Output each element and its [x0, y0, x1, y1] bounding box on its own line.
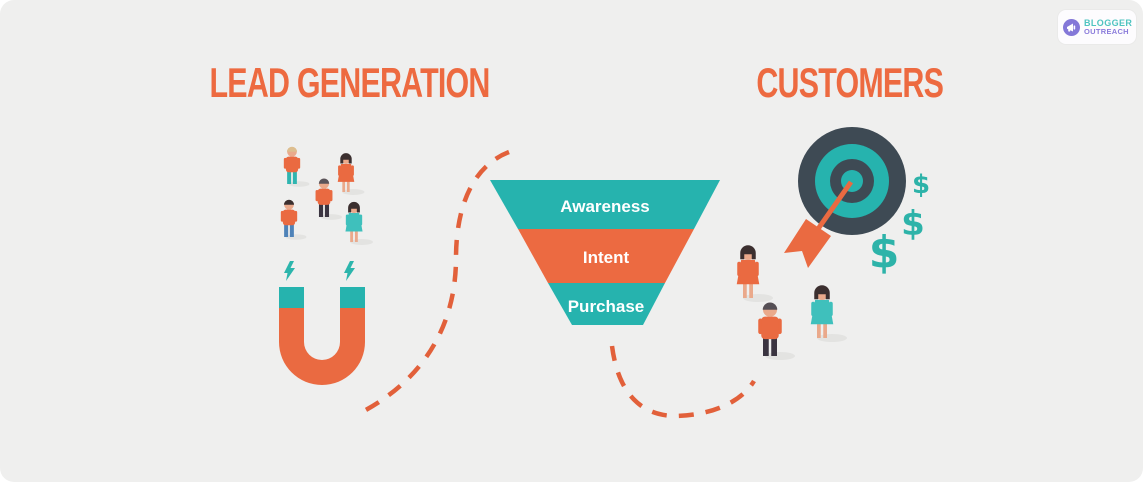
person-customer-1	[736, 245, 773, 302]
magnet-icon	[279, 261, 365, 385]
megaphone-icon	[1063, 18, 1080, 36]
logo-line1: BLOGGER	[1084, 17, 1133, 28]
person-customer-2	[758, 302, 795, 360]
lightning-bolt-icon	[344, 261, 355, 281]
logo-wordmark: BLOGGER OUTREACH	[1084, 17, 1133, 36]
dart-arrow-icon	[784, 180, 854, 268]
dollar-signs-group: $ $ $	[869, 170, 930, 278]
person-lead-4	[280, 199, 307, 240]
funnel-stage-awareness	[490, 180, 720, 229]
megaphone-glyph	[1067, 23, 1076, 32]
funnel-stage-purchase	[548, 283, 665, 325]
person-customer-3	[810, 285, 847, 342]
funnel-stage-intent	[518, 229, 694, 283]
dashed-flow-line-right	[609, 345, 756, 419]
dollar-sign-icon: $	[912, 170, 930, 200]
dashed-flow-line-left	[362, 149, 510, 413]
customers-people-group	[736, 245, 847, 360]
leads-people-group	[280, 146, 373, 246]
lead-generation-title: LEAD GENERATION	[170, 60, 491, 107]
funnel-label-intent: Intent	[583, 248, 630, 267]
funnel-label-awareness: Awareness	[560, 197, 649, 216]
customers-title-text: CUSTOMERS	[756, 60, 945, 107]
target-icon	[784, 127, 906, 268]
funnel-label-purchase: Purchase	[568, 297, 645, 316]
lightning-bolt-icon	[284, 261, 295, 281]
person-lead-3	[315, 178, 342, 220]
lead-funnel: Awareness Intent Purchase	[490, 180, 720, 325]
dollar-sign-icon: $	[901, 204, 925, 244]
logo-line2: OUTREACH	[1084, 26, 1129, 36]
lead-generation-title-text: LEAD GENERATION	[209, 60, 491, 107]
customers-title: CUSTOMERS	[720, 60, 980, 107]
dollar-sign-icon: $	[869, 227, 900, 278]
blogger-outreach-logo: BLOGGER OUTREACH	[1058, 10, 1136, 44]
person-lead-2	[337, 153, 365, 195]
person-lead-1	[283, 146, 310, 187]
person-lead-5	[345, 201, 373, 246]
